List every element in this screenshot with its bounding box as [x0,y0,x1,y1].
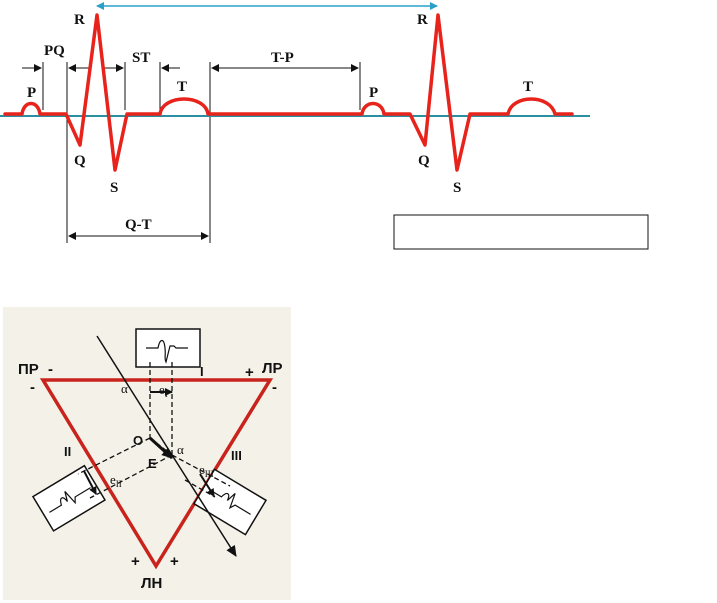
label-e2: eII [110,472,122,489]
lead-i-recorder [135,328,201,368]
label-s1: S [110,180,118,196]
label-s2: S [453,180,461,196]
projection-e3-arrow [199,473,215,497]
lead-iii-recorder [192,468,268,536]
empty-label-box [393,214,649,250]
label-e2-sub: II [116,479,122,489]
label-pr-minus-2: - [30,379,35,396]
label-r2: R [417,12,428,28]
label-ln-plus-left: + [131,553,140,570]
label-tp: T-P [271,50,294,66]
vector-e [148,436,174,460]
interval-reference-lines [42,62,361,243]
label-r1: R [74,12,85,28]
label-p1: P [27,85,36,101]
label-lr-minus: - [272,379,277,396]
label-e3: eIII [199,462,214,479]
label-pq: PQ [44,43,65,59]
label-lr-plus: + [245,364,254,381]
projection-e2-arrow [83,470,97,495]
ecg-waveform [3,13,574,172]
label-q1: Q [74,153,86,169]
electrical-axis-line [96,335,173,456]
label-e3-sub: III [205,469,214,479]
label-ln: ЛН [141,575,162,592]
label-ln-plus-right: + [170,553,179,570]
label-t1: T [177,79,187,95]
electrical-axis-arrow [171,454,237,557]
label-lead-iii: III [231,448,242,463]
label-qt: Q-T [125,217,152,233]
label-alpha-1: α [121,381,128,396]
ecg-panel: R R PQ ST T-P P T P T Q Q S S Q-T [0,2,649,250]
label-lead-ii: II [64,444,71,459]
label-e1: eI [159,382,168,399]
label-o: O [133,433,143,448]
label-p2: P [369,85,378,101]
label-pr-minus: - [48,361,53,378]
label-q2: Q [418,153,430,169]
label-alpha-2: α [177,442,184,457]
label-pr: ПР [18,361,39,378]
label-t2: T [523,79,533,95]
lead-ii-recorder [31,464,107,532]
label-lr: ЛР [262,360,283,377]
label-lead-i: I [200,364,204,379]
label-e1-sub: I [165,389,168,399]
label-st: ST [132,50,150,66]
label-e: E [148,456,157,471]
einthoven-panel: ПР - - ЛР + - ЛН + + I II III O E α α eI… [3,307,291,600]
